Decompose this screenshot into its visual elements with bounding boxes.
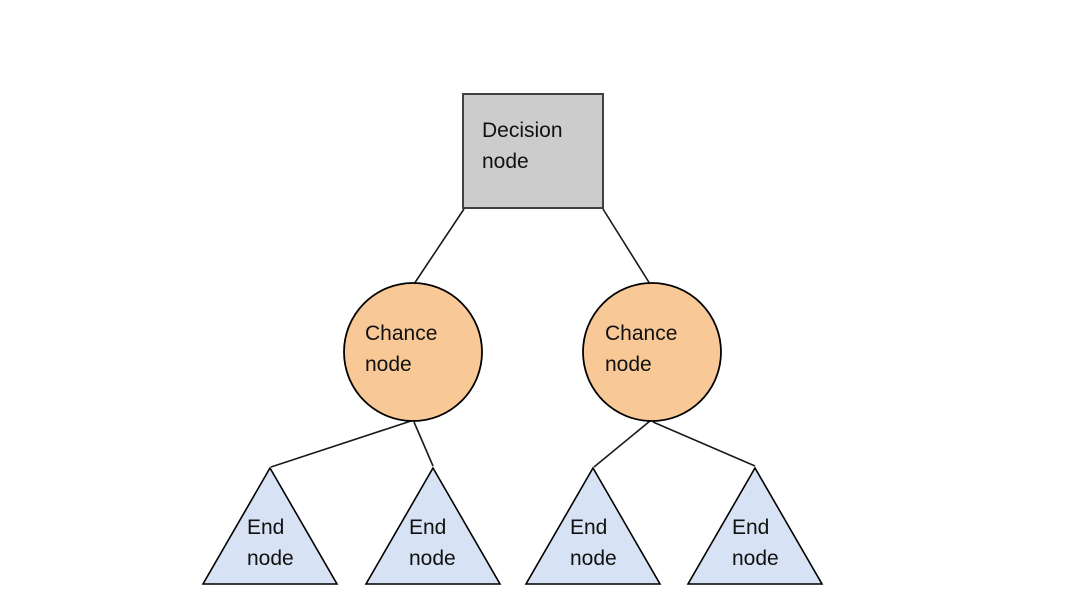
edge-chance-left-to-end-2 [413, 421, 434, 467]
end-node-3-shape [524, 466, 662, 585]
edge-decision-to-chance-right [602, 208, 651, 285]
decision-node-shape [462, 93, 604, 209]
chance-node-left-shape [343, 282, 483, 422]
end-node-2-shape [364, 466, 502, 585]
edge-chance-right-to-end-3 [593, 420, 651, 468]
edge-chance-right-to-end-4 [652, 421, 756, 467]
edge-group [270, 208, 756, 468]
chance-node-right-shape [582, 282, 722, 422]
end-node-1-shape [201, 466, 339, 585]
edge-decision-to-chance-left [413, 208, 465, 285]
end-node-4-shape [686, 466, 824, 585]
edge-chance-left-to-end-1 [270, 420, 412, 468]
